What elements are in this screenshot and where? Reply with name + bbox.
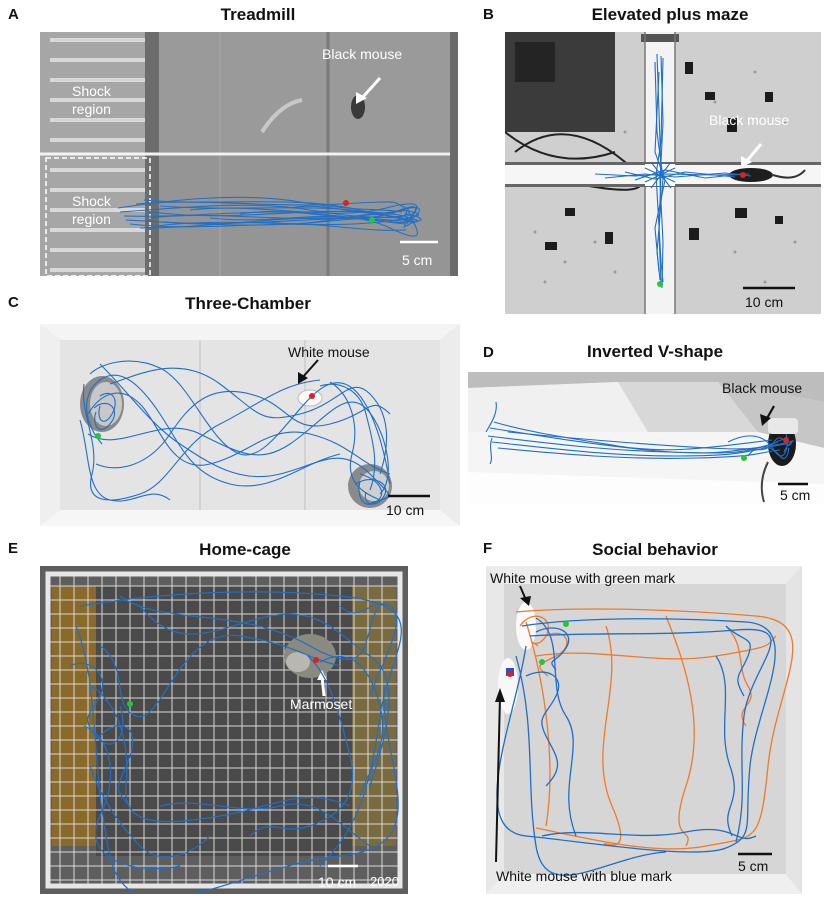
panel-title: Treadmill	[220, 5, 296, 24]
three-chamber-photo: White mouse 10 cm	[40, 324, 460, 526]
panel-title: Home-cage	[199, 540, 291, 559]
inverted-v-scene	[468, 372, 824, 504]
year-label: 2020	[370, 874, 399, 889]
treadmill-photo: Shock region Shock region Black mouse 5 …	[40, 32, 458, 276]
panel-letter: C	[8, 294, 19, 311]
mouse-label: Black mouse	[709, 112, 790, 128]
panel-title: Social behavior	[592, 540, 718, 559]
social-behavior-photo: White mouse with green mark White mouse …	[486, 566, 802, 894]
home-cage-photo: Marmoset 10 cm 2020	[40, 566, 408, 894]
plus-maze-photo: Black mouse 10 cm	[505, 32, 821, 314]
mouse-label: Black mouse	[722, 380, 803, 396]
plus-maze-scene	[505, 32, 821, 314]
inverted-v-photo: Black mouse 5 cm	[468, 372, 824, 504]
animal-label: Marmoset	[290, 696, 353, 712]
panel-letter: D	[483, 344, 494, 361]
shock-region-label-bottom: Shock region	[72, 193, 111, 227]
panel-title: Elevated plus maze	[591, 5, 749, 24]
panel-letter: E	[8, 540, 19, 557]
home-cage-scene	[40, 566, 408, 894]
blue-mark-mouse-label: White mouse with blue mark	[496, 868, 672, 884]
social-behavior-scene	[486, 566, 802, 894]
mouse-label: Black mouse	[322, 46, 403, 62]
three-chamber-scene	[40, 324, 460, 526]
treadmill-scene	[40, 32, 458, 276]
panel-letter: F	[483, 540, 493, 557]
scale-bar-label: 10 cm	[745, 294, 784, 310]
panel-title: Three-Chamber	[185, 294, 311, 313]
scale-bar-label: 5 cm	[402, 252, 433, 268]
green-mark-mouse-label: White mouse with green mark	[490, 570, 676, 586]
panel-letter: B	[483, 6, 494, 23]
scale-bar-label: 10 cm	[318, 874, 357, 890]
scale-bar-label: 5 cm	[780, 487, 811, 503]
panel-title: Inverted V-shape	[586, 342, 724, 361]
panel-letter: A	[8, 6, 19, 23]
mouse-label: White mouse	[288, 344, 370, 360]
shock-region-label-top: Shock region	[72, 83, 111, 117]
scale-bar-label: 5 cm	[738, 858, 769, 874]
scale-bar-label: 10 cm	[386, 502, 425, 518]
cage-grid	[50, 576, 398, 884]
